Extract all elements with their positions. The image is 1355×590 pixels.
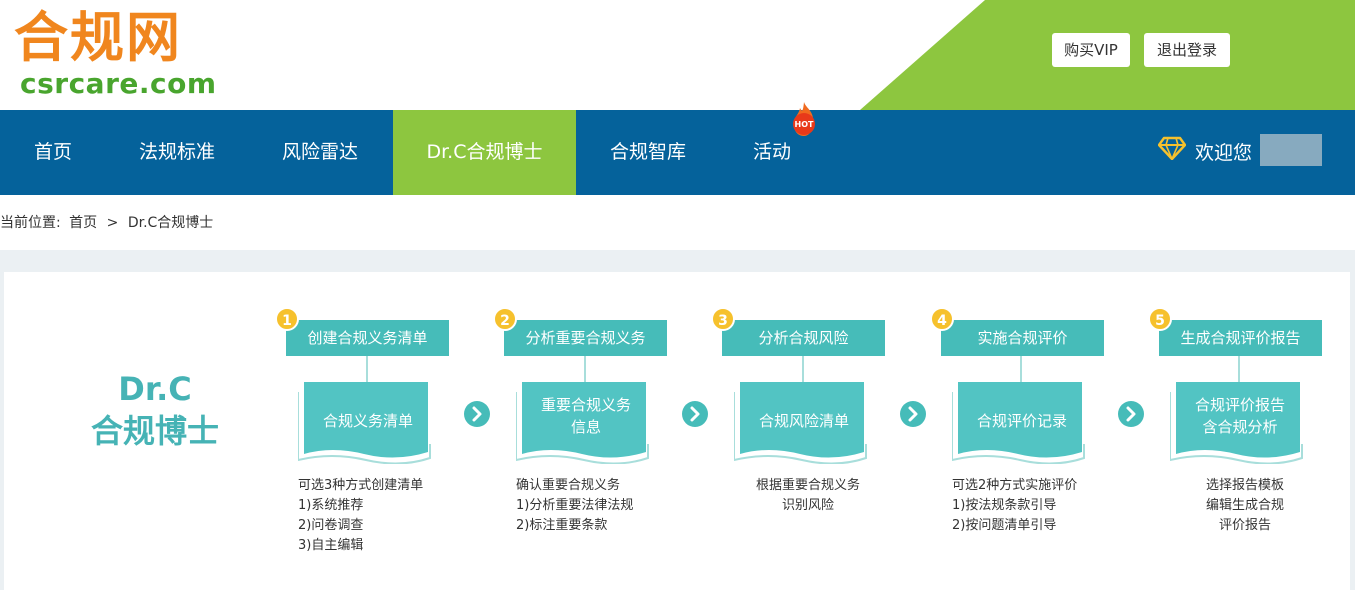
buy-vip-button[interactable]: 购买VIP xyxy=(1052,33,1130,67)
logo-chinese[interactable]: 合规网 xyxy=(14,6,182,69)
step-5-connector xyxy=(1238,356,1240,382)
username-blurred[interactable] xyxy=(1260,134,1322,166)
chevron-right-icon xyxy=(472,406,482,422)
step-5-number: 5 xyxy=(1148,307,1172,331)
step-2-connector xyxy=(584,356,586,382)
step-3-next-arrow[interactable] xyxy=(900,401,926,427)
nav-item-home[interactable]: 首页 xyxy=(33,141,72,163)
breadcrumb-current: Dr.C合规博士 xyxy=(127,215,214,231)
step-1-number: 1 xyxy=(275,307,299,331)
step-2-number: 2 xyxy=(493,307,517,331)
step-1-document-label: 合规义务清单 xyxy=(322,412,413,430)
step-4-next-arrow[interactable] xyxy=(1118,401,1144,427)
welcome-text: 欢迎您 xyxy=(1195,142,1253,164)
step-5-document-icon xyxy=(1170,382,1303,464)
step-4-connector xyxy=(1020,356,1022,382)
site-header: 合规网 csrcare.com 购买VIP 退出登录 xyxy=(0,0,1355,110)
hot-badge-text: HOT xyxy=(795,120,814,129)
nav-item-risk-radar[interactable]: 风险雷达 xyxy=(281,141,358,163)
step-1-title: 创建合规义务清单 xyxy=(286,320,449,356)
breadcrumb: 当前位置: 首页 > Dr.C合规博士 xyxy=(0,211,213,235)
step-1-connector xyxy=(366,356,368,382)
step-2-document-label: 重要合规义务 信息 xyxy=(540,396,631,436)
chevron-right-icon xyxy=(908,406,918,422)
step-2-title: 分析重要合规义务 xyxy=(504,320,667,356)
step-3-connector xyxy=(802,356,804,382)
step-3-document-icon xyxy=(734,382,867,464)
nav-item-drc[interactable]: Dr.C合规博士 xyxy=(393,110,576,195)
logout-button[interactable]: 退出登录 xyxy=(1144,33,1230,67)
hot-flame-icon: HOT xyxy=(793,102,815,136)
step-3-document-label: 合规风险清单 xyxy=(758,412,849,430)
drc-title-line2: 合规博士 xyxy=(90,412,219,450)
chevron-right-icon xyxy=(690,406,700,422)
process-panel xyxy=(4,272,1350,590)
drc-title-line1: Dr.C xyxy=(118,370,192,408)
step-4-title: 实施合规评价 xyxy=(941,320,1104,356)
step-1-document-icon xyxy=(298,382,431,464)
step-4-document-label: 合规评价记录 xyxy=(976,412,1067,430)
nav-item-events[interactable]: 活动 xyxy=(752,141,791,163)
step-5-document-label: 合规评价报告 含合规分析 xyxy=(1194,396,1285,436)
main-nav: 首页 法规标准 风险雷达 Dr.C合规博士 合规智库 活动 HOT 欢迎您 xyxy=(0,102,1355,195)
step-4-number: 4 xyxy=(930,307,954,331)
step-1-next-arrow[interactable] xyxy=(464,401,490,427)
nav-item-think-tank[interactable]: 合规智库 xyxy=(609,141,686,163)
drc-title: Dr.C 合规博士 xyxy=(60,368,250,452)
step-5-description: 选择报告模板 编辑生成合规 评价报告 xyxy=(1206,478,1285,533)
step-1-description: 可选3种方式创建清单 1)系统推荐 2)问卷调查 3)自主编辑 xyxy=(298,478,424,553)
breadcrumb-prefix: 当前位置: xyxy=(0,215,61,231)
step-3-description: 根据重要合规义务 识别风险 xyxy=(756,478,861,513)
step-3-number: 3 xyxy=(711,307,735,331)
nav-item-regulations[interactable]: 法规标准 xyxy=(138,141,215,163)
step-2-description: 确认重要合规义务 1)分析重要法律法规 2)标注重要条款 xyxy=(516,478,634,533)
diamond-icon xyxy=(1158,136,1186,160)
logo-domain[interactable]: csrcare.com xyxy=(20,67,217,100)
chevron-right-icon xyxy=(1126,406,1136,422)
step-5-title: 生成合规评价报告 xyxy=(1159,320,1322,356)
breadcrumb-home[interactable]: 首页 xyxy=(69,215,98,231)
step-2-document-icon xyxy=(516,382,649,464)
breadcrumb-separator: > xyxy=(106,215,119,231)
step-4-description: 可选2种方式实施评价 1)按法规条款引导 2)按问题清单引导 xyxy=(952,478,1078,533)
step-4-document-icon xyxy=(952,382,1085,464)
step-2-next-arrow[interactable] xyxy=(682,401,708,427)
step-3-title: 分析合规风险 xyxy=(722,320,885,356)
